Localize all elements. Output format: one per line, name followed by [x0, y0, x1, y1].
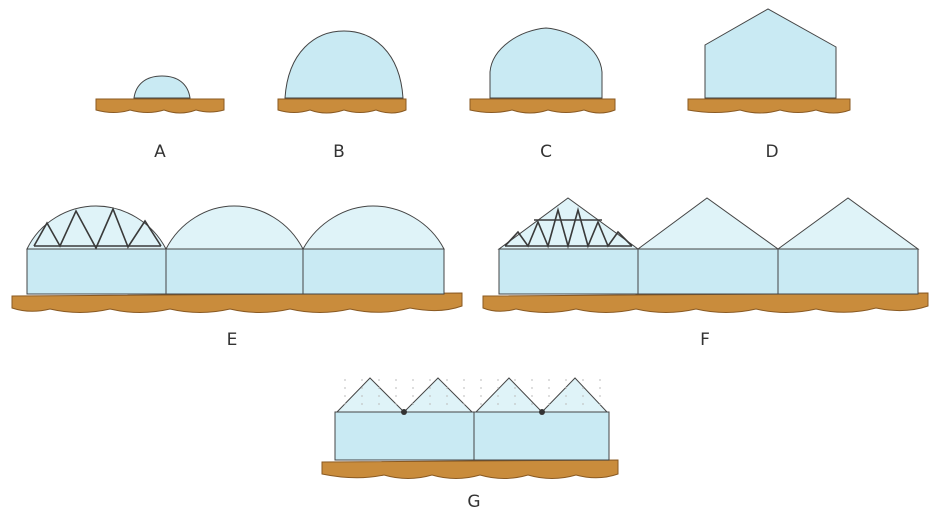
greenhouse-roof: [302, 205, 445, 250]
rain-lines: [344, 379, 601, 405]
greenhouse-roof: [540, 377, 609, 413]
greenhouse-wall: [334, 411, 475, 461]
figure-c: C: [469, 27, 616, 162]
greenhouse-roof: [776, 197, 920, 250]
figure-a: A: [95, 75, 225, 162]
greenhouse-wall: [165, 248, 304, 295]
ground-strip: [95, 98, 225, 114]
greenhouse-arch: [489, 27, 603, 99]
ground-strip: [469, 98, 616, 114]
greenhouse-wall: [26, 248, 167, 295]
greenhouse-roof: [165, 205, 304, 250]
greenhouse-wall: [302, 248, 445, 295]
figure-f: F: [482, 197, 929, 350]
greenhouse-dome: [284, 30, 404, 99]
figure-label-f: F: [700, 330, 710, 350]
ground-strip: [11, 292, 463, 313]
ground-strip: [277, 98, 407, 114]
gutter: [401, 409, 407, 415]
figure-label-b: B: [333, 142, 345, 162]
roof-truss: [33, 206, 162, 250]
ground-strip: [321, 459, 619, 479]
greenhouse-gable: [704, 8, 837, 99]
figure-label-a: A: [154, 142, 166, 162]
greenhouse-roof: [335, 377, 406, 413]
figure-label-e: E: [227, 330, 238, 350]
gutter: [539, 409, 545, 415]
greenhouse-wall: [473, 411, 610, 461]
greenhouse-roof: [474, 377, 544, 413]
ground-strip: [687, 98, 851, 114]
ground-strip: [482, 292, 929, 313]
greenhouse-roof: [402, 377, 474, 413]
figure-label-c: C: [540, 142, 552, 162]
figure-e: E: [11, 205, 463, 350]
greenhouse-roof: [636, 197, 780, 250]
greenhouse-dome: [133, 75, 191, 99]
figure-d: D: [687, 8, 851, 162]
greenhouse-wall: [498, 248, 639, 295]
greenhouse-roof: [26, 205, 167, 250]
greenhouse-wall: [777, 248, 919, 295]
figure-label-d: D: [765, 142, 778, 162]
greenhouse-wall: [637, 248, 779, 295]
figure-b: B: [277, 30, 407, 162]
figure-label-g: G: [467, 492, 480, 512]
figure-g: G: [321, 377, 619, 512]
